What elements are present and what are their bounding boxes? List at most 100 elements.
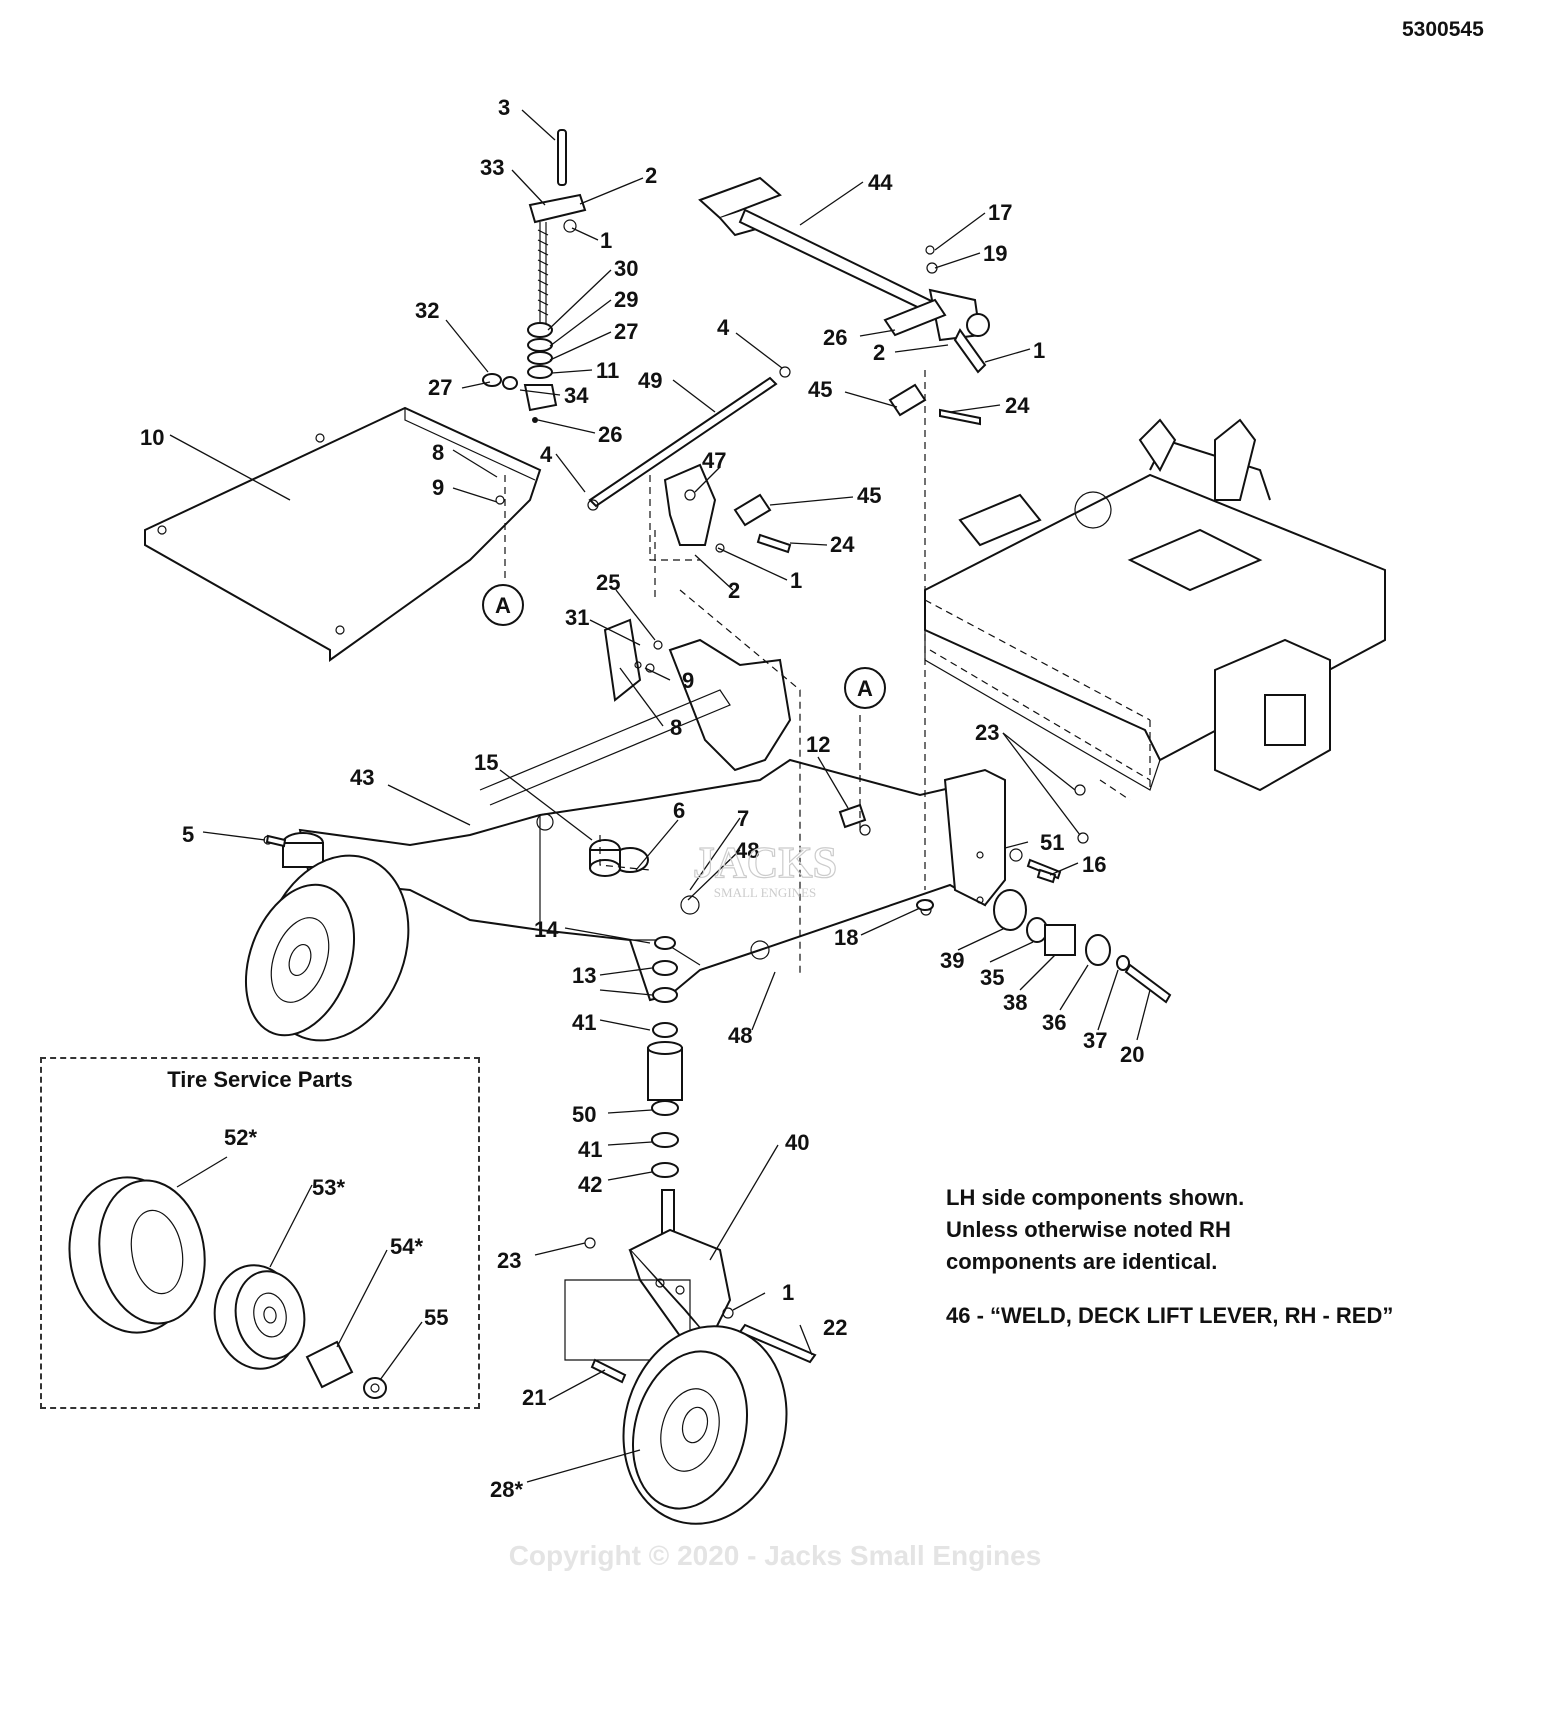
label-51: 51 xyxy=(1040,830,1064,855)
label-38: 38 xyxy=(1003,990,1027,1015)
label-48: 48 xyxy=(735,838,759,863)
label-47: 47 xyxy=(702,448,726,473)
label-27: 27 xyxy=(428,375,452,400)
label-36: 36 xyxy=(1042,1010,1066,1035)
label-18: 18 xyxy=(834,925,858,950)
label-4: 4 xyxy=(540,442,553,467)
label-26: 26 xyxy=(823,325,847,350)
note-line-3: components are identical. xyxy=(946,1249,1218,1274)
label-33: 33 xyxy=(480,155,504,180)
label-3: 3 xyxy=(498,95,510,120)
label-29: 29 xyxy=(614,287,638,312)
label-44: 44 xyxy=(868,170,893,195)
label-41: 41 xyxy=(578,1137,602,1162)
label-50: 50 xyxy=(572,1102,596,1127)
label-39: 39 xyxy=(940,948,964,973)
label-1: 1 xyxy=(782,1280,794,1305)
label-42: 42 xyxy=(578,1172,602,1197)
caster-bracket-drawing xyxy=(603,618,792,772)
label-9: 9 xyxy=(432,475,444,500)
label-9: 9 xyxy=(682,668,694,693)
lift-rod-drawing xyxy=(587,366,791,511)
document-number: 5300545 xyxy=(1402,18,1484,41)
label-53: 53* xyxy=(312,1175,345,1200)
spring-rod-drawing xyxy=(482,129,587,423)
label-6: 6 xyxy=(673,798,685,823)
label-30: 30 xyxy=(614,256,638,281)
misc-hardware-drawing xyxy=(265,803,1057,911)
label-4: 4 xyxy=(717,315,730,340)
label-14: 14 xyxy=(534,917,559,942)
label-41: 41 xyxy=(572,1010,596,1035)
left-caster-wheel-drawing xyxy=(244,832,410,1042)
jacks-watermark-logo: JACKS SMALL ENGINES xyxy=(692,837,837,900)
label-45: 45 xyxy=(857,483,881,508)
label-12: 12 xyxy=(806,732,830,757)
label-17: 17 xyxy=(988,200,1012,225)
label-23: 23 xyxy=(975,720,999,745)
note-line-1: LH side components shown. xyxy=(946,1185,1245,1210)
label-34: 34 xyxy=(564,383,589,408)
label-27: 27 xyxy=(614,319,638,344)
label-48: 48 xyxy=(728,1023,752,1048)
svg-text:A: A xyxy=(857,676,873,701)
fork-wheel-drawing xyxy=(564,1189,817,1525)
label-49: 49 xyxy=(638,368,662,393)
label-22: 22 xyxy=(823,1315,847,1340)
copyright-watermark: Copyright © 2020 - Jacks Small Engines xyxy=(508,1540,1042,1571)
tire-service-parts-title: Tire Service Parts xyxy=(167,1067,353,1092)
callout-a-left: A xyxy=(482,584,524,626)
tire-service-parts-drawing: 52* 53* 54* 55 xyxy=(68,1125,448,1399)
assembly-guide-lines xyxy=(504,370,926,975)
label-19: 19 xyxy=(983,241,1007,266)
note-line-2: Unless otherwise noted RH xyxy=(946,1217,1231,1242)
seat-plate-drawing xyxy=(144,406,542,662)
label-10: 10 xyxy=(140,425,164,450)
callout-a-right: A xyxy=(844,667,886,709)
label-15: 15 xyxy=(474,750,498,775)
label-16: 16 xyxy=(1082,852,1106,877)
tire-service-parts-box: Tire Service Parts 52* 53* 54* 55 xyxy=(40,1057,480,1409)
label-40: 40 xyxy=(785,1130,809,1155)
note-line-4: 46 - “WELD, DECK LIFT LEVER, RH - RED” xyxy=(946,1303,1394,1328)
svg-text:JACKS: JACKS xyxy=(693,838,837,887)
bushing-stack-drawing xyxy=(920,784,1172,1004)
label-2: 2 xyxy=(873,340,885,365)
spindle-stack-drawing xyxy=(647,936,683,1178)
label-1: 1 xyxy=(790,568,802,593)
notes-block: LH side components shown. Unless otherwi… xyxy=(946,1182,1393,1332)
label-7: 7 xyxy=(737,806,749,831)
label-1: 1 xyxy=(1033,338,1045,363)
label-55: 55 xyxy=(424,1305,448,1330)
label-8: 8 xyxy=(670,715,682,740)
part-labels: 3 33 2 1 30 29 27 11 32 27 34 26 44 17 1… xyxy=(140,95,1144,1502)
label-5: 5 xyxy=(182,822,194,847)
label-35: 35 xyxy=(980,965,1004,990)
label-28: 28* xyxy=(490,1477,523,1502)
label-52: 52* xyxy=(224,1125,257,1150)
label-31: 31 xyxy=(565,605,589,630)
label-43: 43 xyxy=(350,765,374,790)
svg-text:A: A xyxy=(495,593,511,618)
label-25: 25 xyxy=(596,570,620,595)
label-23: 23 xyxy=(497,1248,521,1273)
label-20: 20 xyxy=(1120,1042,1144,1067)
label-21: 21 xyxy=(522,1385,546,1410)
svg-text:SMALL ENGINES: SMALL ENGINES xyxy=(714,885,816,900)
label-54: 54* xyxy=(390,1234,423,1259)
label-11: 11 xyxy=(596,358,619,383)
label-8: 8 xyxy=(432,440,444,465)
label-24: 24 xyxy=(1005,393,1030,418)
label-2: 2 xyxy=(645,163,657,188)
label-37: 37 xyxy=(1083,1028,1107,1053)
label-2: 2 xyxy=(728,578,740,603)
label-26: 26 xyxy=(598,422,622,447)
label-13: 13 xyxy=(572,963,596,988)
label-32: 32 xyxy=(415,298,439,323)
label-24: 24 xyxy=(830,532,855,557)
lift-shaft-drawing xyxy=(698,176,990,374)
chassis-frame-drawing xyxy=(924,418,1386,801)
label-45: 45 xyxy=(808,377,832,402)
leader-lines xyxy=(169,109,1151,1483)
